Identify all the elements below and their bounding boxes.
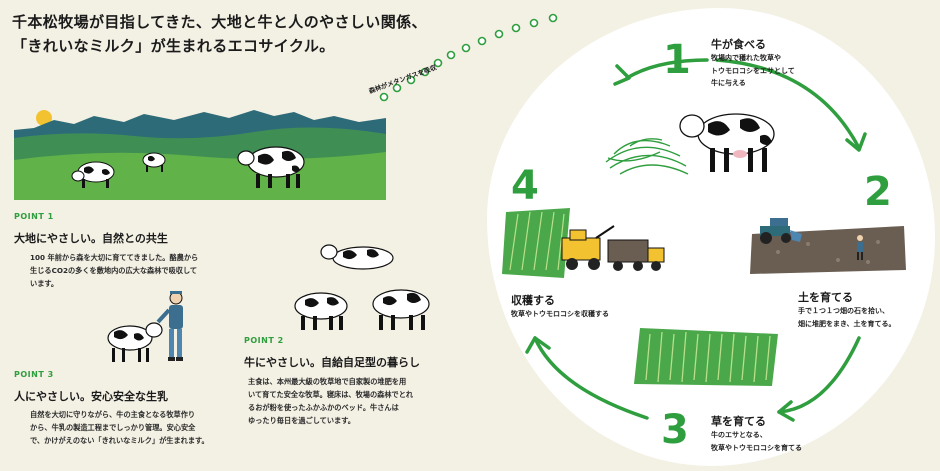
grass-pile-icon [605, 138, 689, 175]
point2-title: 牛にやさしい。自給自足型の暮らし [244, 356, 420, 369]
step4-line: 牧草やトウモロコシを収穫する [511, 310, 609, 318]
cow-eating-illustration [605, 113, 775, 175]
step4-body: 牧草やトウモロコシを収穫する [511, 308, 609, 321]
truck-icon [607, 239, 665, 271]
step3-line: 牧草やトウモロコシを育てる [711, 443, 802, 452]
step2-title: 土を育てる [798, 291, 853, 304]
harvest-illustration [502, 208, 665, 278]
point3-title: 人にやさしい。安心安全な生乳 [14, 390, 168, 403]
step3-number: 3 [661, 407, 689, 453]
step3-line: 牛のエサとなる、 [711, 431, 767, 439]
point2-tag: POINT 2 [244, 336, 284, 345]
farmer-icon [857, 235, 863, 260]
cow-icon [294, 292, 348, 330]
point3-body: 自然を大切に守りながら、牛の主食となる牧草作り から、牛乳の製造工程までしっかり… [30, 408, 209, 447]
cow-icon [71, 161, 115, 188]
headline: 千本松牧場が目指してきた、大地と牛と人のやさしい関係、 「きれいなミルク」が生ま… [12, 10, 427, 58]
point2-body: 主食は、本州最大級の牧草地で自家製の堆肥を用 いて育てた安全な牧草。寝床は、牧場… [248, 375, 413, 427]
point3-line: から、牛乳の製造工程までしっかり管理。安心安全 [30, 423, 196, 432]
step2-line: 手で１つ１つ畑の石を拾い、 [798, 307, 889, 315]
step3-title: 草を育てる [711, 415, 766, 428]
growing-grass-illustration [634, 328, 778, 386]
headline-line2: 「きれいなミルク」が生まれるエコサイクル。 [12, 37, 335, 55]
farmer-icon [156, 291, 183, 361]
point2-line: ゆったり毎日を過ごしています。 [248, 416, 355, 425]
step4-title: 収穫する [511, 294, 555, 307]
step1-title: 牛が食べる [711, 38, 766, 51]
soil-field-illustration [750, 218, 906, 274]
arrow-icon [777, 336, 861, 414]
point1-line: います。 [30, 279, 59, 288]
point3-line: 自然を大切に守りながら、牛の主食となる牧草作り [30, 410, 196, 419]
step1-number: 1 [663, 37, 691, 83]
step2-number: 2 [864, 169, 892, 215]
step2-line: 畑に堆肥をまき、土を育てる。 [798, 319, 896, 328]
point1-line: 生じるCO2の多くを敷地内の広大な森林で吸収して [30, 266, 198, 275]
lying-cow-icon [320, 244, 394, 270]
cycle-arrows [525, 58, 867, 422]
cow-icon [237, 146, 305, 188]
landscape-illustration [14, 110, 386, 200]
cow-icon [142, 152, 166, 172]
step3-body: 牛のエサとなる、 牧草やトウモロコシを育てる [711, 429, 802, 454]
harvester-icon [561, 225, 615, 270]
point1-tag: POINT 1 [14, 212, 54, 221]
point2-line: いて育てた安全な牧草。寝床は、牧場の森林でとれ [248, 390, 414, 399]
point1-body: 100 年前から森を大切に育ててきました。酪農から 生じるCO2の多くを敷地内の… [30, 251, 198, 290]
step1-line: トウモロコシをエサとして [711, 66, 795, 75]
arrow-icon [625, 58, 709, 80]
step1-body: 牧場内で穫れた牧草や トウモロコシをエサとして 牛に与える [711, 52, 795, 90]
step4-number: 4 [511, 163, 539, 209]
point3-line: で、かけがえのない「きれいなミルク」が生まれます。 [30, 436, 209, 445]
step2-body: 手で１つ１つ畑の石を拾い、 畑に堆肥をまき、土を育てる。 [798, 305, 896, 330]
point2-line: 主食は、本州最大級の牧草地で自家製の堆肥を用 [248, 377, 407, 386]
point2-line: るおが粉を使ったふかふかのベッド。牛さんは [248, 403, 399, 412]
point1-line: 100 年前から森を大切に育ててきました。酪農から [30, 253, 199, 262]
calf-icon [107, 322, 163, 362]
sun-icon [36, 110, 52, 126]
step1-line: 牧場内で穫れた牧草や [711, 54, 781, 62]
point1-title: 大地にやさしい。自然との共生 [14, 232, 168, 245]
cows-illustration [294, 244, 430, 330]
arrow-icon [715, 58, 861, 150]
tractor-icon [760, 218, 802, 244]
point3-tag: POINT 3 [14, 370, 54, 379]
farmer-calf-illustration [107, 291, 183, 362]
cow-icon [679, 113, 775, 172]
cow-icon [372, 289, 430, 330]
step1-line: 牛に与える [711, 79, 746, 87]
headline-line1: 千本松牧場が目指してきた、大地と牛と人のやさしい関係、 [12, 13, 427, 31]
arrow-icon [533, 336, 649, 420]
